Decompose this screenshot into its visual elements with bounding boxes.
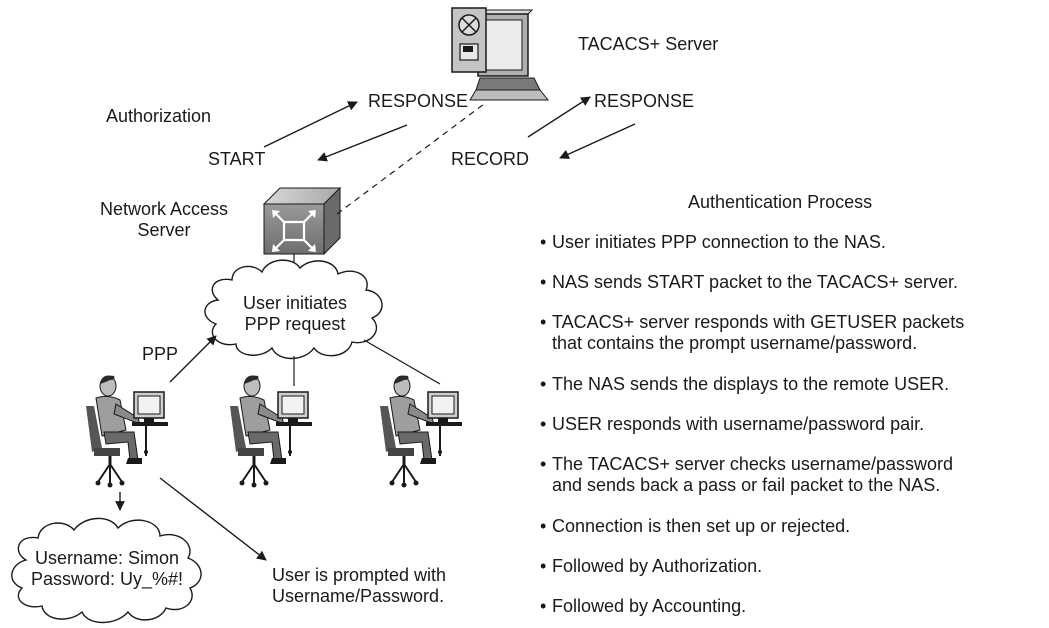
cloud-top-text: User initiates PPP request	[242, 293, 348, 334]
user3-link	[363, 339, 441, 385]
prompt-label: User is prompted with Username/Password.	[272, 565, 447, 606]
bullet: •	[540, 556, 547, 576]
response-arrow-left	[263, 101, 358, 148]
step-text: The NAS sends the displays to the remote…	[552, 374, 950, 394]
response-arrow-right	[527, 96, 591, 138]
process-step: •USER responds with username/password pa…	[540, 414, 1045, 435]
response-label-left: RESPONSE	[368, 91, 469, 111]
user-icon-3	[378, 374, 464, 489]
step-text: The TACACS+ server checks username/passw…	[552, 454, 953, 495]
step-text: Followed by Accounting.	[552, 596, 747, 616]
start-arrow	[317, 124, 408, 162]
step-text: User initiates PPP connection to the NAS…	[552, 232, 886, 252]
bullet: •	[540, 596, 547, 616]
bullet: •	[540, 312, 547, 332]
user-icon-2	[228, 374, 314, 489]
prompt-arrow	[159, 477, 267, 561]
record-arrow	[559, 123, 636, 159]
remote-user-icon	[84, 374, 170, 489]
process-step: •NAS sends START packet to the TACACS+ s…	[540, 272, 1045, 293]
server-computer-icon	[451, 7, 550, 101]
bullet: •	[540, 454, 547, 474]
record-label: RECORD	[451, 149, 530, 169]
process-step: •The NAS sends the displays to the remot…	[540, 374, 1045, 395]
bullet: •	[540, 232, 547, 252]
step-text: NAS sends START packet to the TACACS+ se…	[552, 272, 959, 292]
process-step: •TACACS+ server responds with GETUSER pa…	[540, 312, 1045, 354]
process-step: • Followed by Authorization.	[540, 556, 1045, 577]
bullet: •	[540, 516, 547, 536]
ppp-label: PPP	[142, 344, 179, 364]
process-step: •User initiates PPP connection to the NA…	[540, 232, 1045, 253]
step-text: Connection is then set up or rejected.	[552, 516, 851, 536]
tacacs-server-label: TACACS+ Server	[578, 34, 719, 54]
process-step: •Followed by Accounting.	[540, 596, 1045, 617]
nas-label: Network Access Server	[99, 199, 229, 240]
process-step: •The TACACS+ server checks username/pass…	[540, 454, 1045, 496]
cloud-credentials-text: Username: Simon Password: Uy_%#!	[30, 548, 184, 589]
bullet: •	[540, 272, 547, 292]
cloud-ppp-request	[204, 259, 383, 360]
dashed-link	[336, 103, 485, 215]
bullet: •	[540, 374, 547, 394]
start-label: START	[208, 149, 266, 169]
process-step: •Connection is then set up or rejected.	[540, 516, 1045, 537]
bullet: •	[540, 414, 547, 434]
step-text: Followed by Authorization.	[552, 556, 763, 576]
step-text: TACACS+ server responds with GETUSER pac…	[552, 312, 965, 353]
ppp-arrow	[169, 335, 217, 383]
step-text: USER responds with username/password pai…	[552, 414, 925, 434]
authorization-label: Authorization	[106, 106, 212, 126]
nas-device-icon	[262, 186, 342, 256]
cloud-credentials	[11, 517, 202, 624]
response-label-right: RESPONSE	[594, 91, 695, 111]
process-title: Authentication Process	[688, 192, 873, 212]
